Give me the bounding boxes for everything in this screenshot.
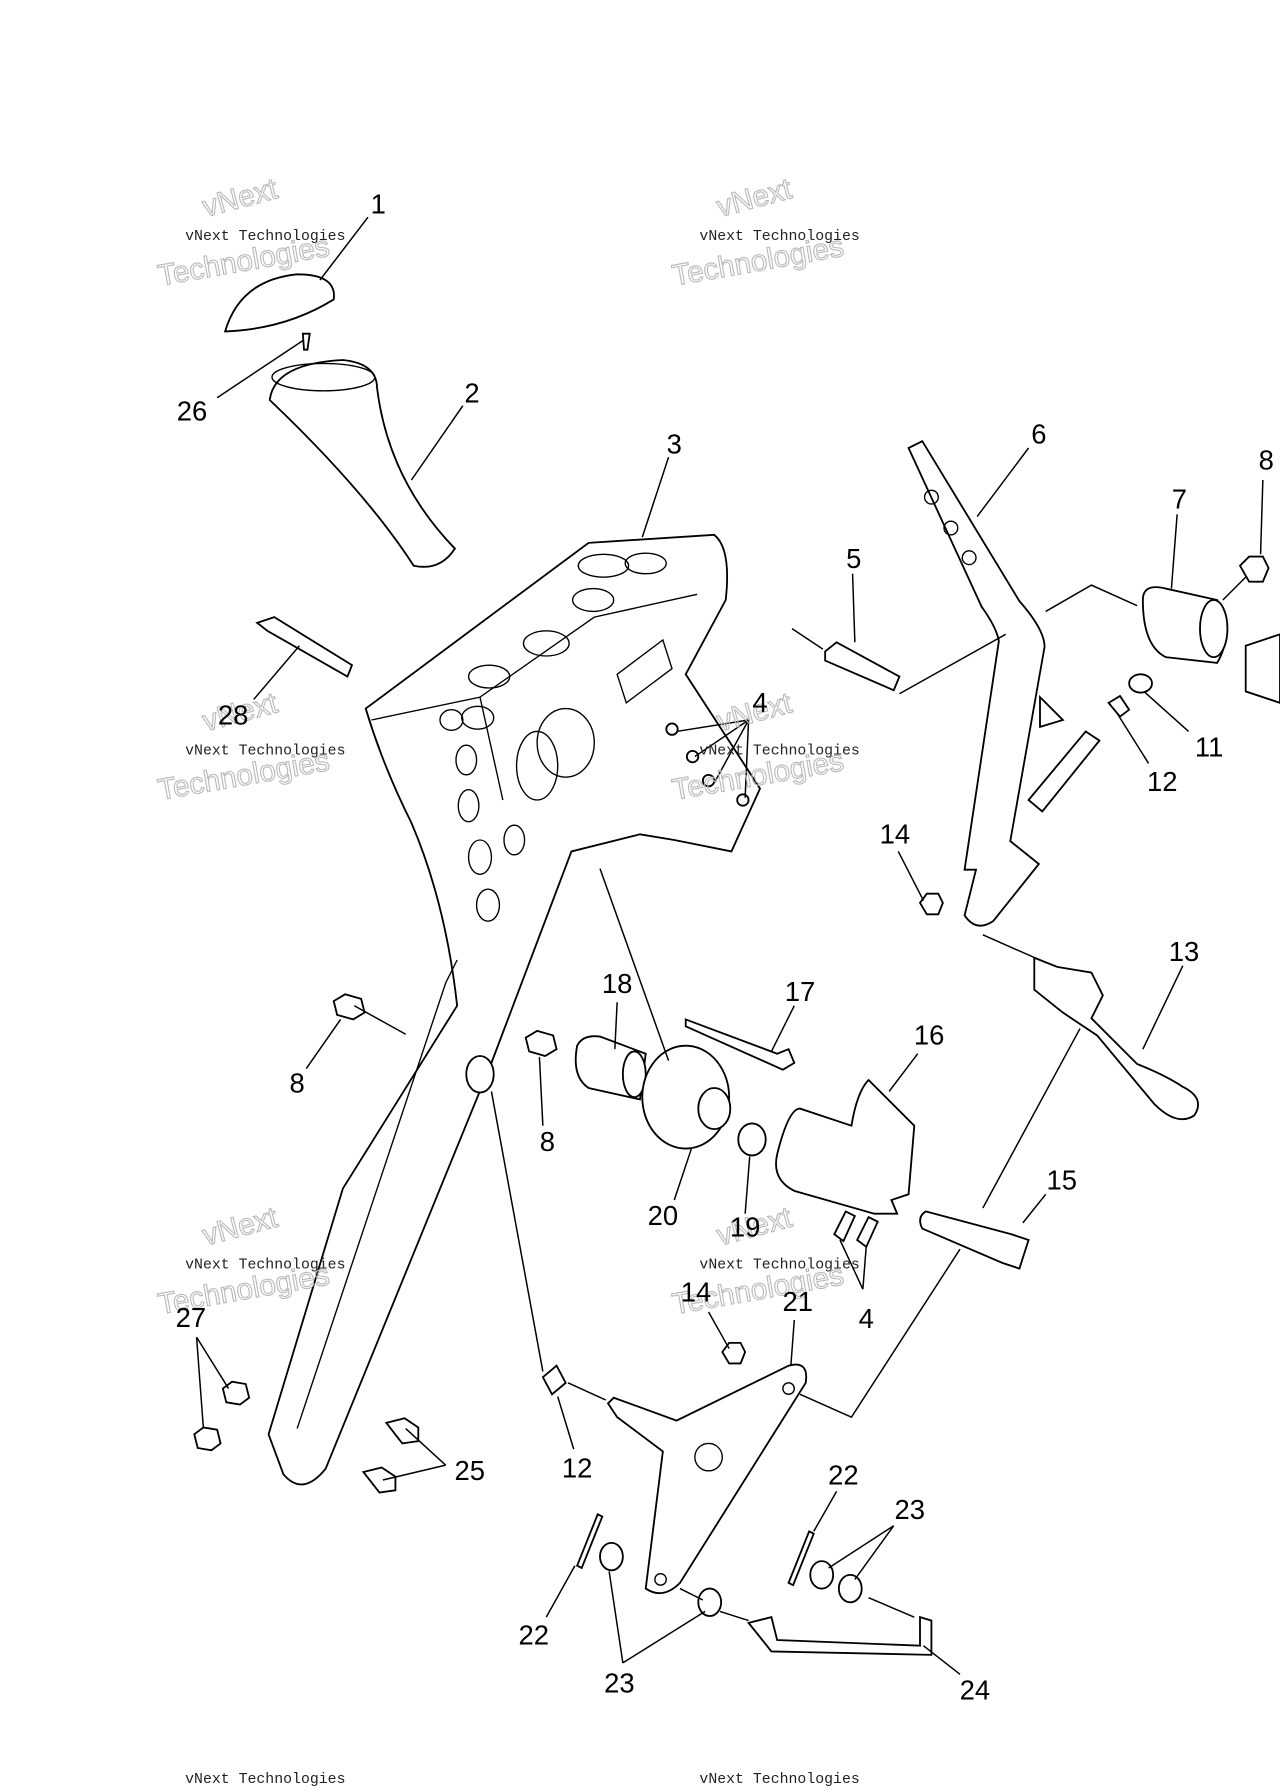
callout-3: 3 <box>667 429 682 460</box>
bolt <box>919 1210 1030 1270</box>
callout-2: 2 <box>464 377 479 408</box>
callouts: 1 26 2 3 6 8 7 5 28 4 11 12 14 13 18 17 … <box>176 189 1274 1706</box>
svg-text:vNext Technologies: vNext Technologies <box>185 1772 345 1788</box>
callout-8: 8 <box>290 1068 305 1099</box>
nut <box>1238 555 1270 583</box>
callout-22: 22 <box>518 1620 548 1651</box>
screw <box>301 332 311 351</box>
callout-8: 8 <box>1259 445 1274 476</box>
callout-7: 7 <box>1172 484 1187 515</box>
callout-14: 14 <box>880 818 910 849</box>
svg-text:vNext Technologies: vNext Technologies <box>699 1772 859 1788</box>
nut <box>918 892 944 916</box>
leader-lines <box>195 216 1264 1675</box>
callout-25: 25 <box>454 1455 484 1486</box>
svg-text:vNext Technologies: vNext Technologies <box>699 229 859 245</box>
washer <box>599 1541 624 1572</box>
callout-13: 13 <box>1169 936 1199 967</box>
screws <box>665 722 750 807</box>
callout-18: 18 <box>602 968 632 999</box>
callout-28: 28 <box>218 700 248 731</box>
clip <box>1107 694 1131 718</box>
callout-12: 12 <box>562 1453 592 1484</box>
washer <box>1128 673 1153 694</box>
callout-4: 4 <box>752 687 767 718</box>
callout-5: 5 <box>846 543 861 574</box>
shift-knob <box>268 359 457 568</box>
callout-15: 15 <box>1046 1165 1076 1196</box>
callout-27: 27 <box>176 1302 206 1333</box>
ball-joint <box>1033 956 1199 1121</box>
callout-1: 1 <box>371 189 386 220</box>
svg-text:vNext: vNext <box>199 172 282 224</box>
bolt <box>361 1466 397 1494</box>
nut <box>193 1426 222 1452</box>
svg-text:vNext Technologies: vNext Technologies <box>185 229 345 245</box>
link-rod <box>746 1615 933 1656</box>
callout-11: 11 <box>1195 732 1223 763</box>
parts <box>193 273 1280 1656</box>
svg-text:vNext Technologies: vNext Technologies <box>699 1258 859 1274</box>
svg-text:vNext Technologies: vNext Technologies <box>185 743 345 759</box>
callout-16: 16 <box>914 1020 944 1051</box>
cotter-pin <box>575 1513 604 1570</box>
callout-8: 8 <box>540 1126 555 1157</box>
callout-17: 17 <box>785 976 815 1007</box>
callout-4: 4 <box>859 1303 874 1334</box>
washer <box>737 1122 767 1157</box>
watermark: vNext Technologies <box>185 1772 345 1788</box>
svg-text:vNext: vNext <box>199 1201 282 1253</box>
shift-rod <box>907 439 1046 927</box>
bolt <box>684 1018 796 1071</box>
callout-20: 20 <box>648 1200 678 1231</box>
washer <box>697 1587 723 1617</box>
washer <box>837 1573 863 1604</box>
nut <box>332 993 366 1021</box>
watermark: vNext vNext Technologies Technologies <box>669 172 860 294</box>
bolt <box>255 616 354 678</box>
callout-19: 19 <box>730 1212 760 1243</box>
callout-21: 21 <box>782 1286 812 1317</box>
svg-text:vNext Technologies: vNext Technologies <box>699 743 859 759</box>
pin <box>824 641 901 692</box>
watermark: vNext vNext Technologies Technologies <box>155 172 346 294</box>
nut <box>524 1029 558 1057</box>
callout-22: 22 <box>828 1460 858 1491</box>
washer <box>809 1560 835 1590</box>
bolt <box>384 1417 420 1445</box>
shift-lever-bracket <box>267 533 762 1486</box>
callout-26: 26 <box>177 396 207 427</box>
knob-cap <box>223 273 335 333</box>
nut <box>721 1341 747 1365</box>
nut <box>221 1380 251 1406</box>
callout-14: 14 <box>681 1277 711 1308</box>
clip <box>541 1364 567 1396</box>
callout-6: 6 <box>1031 418 1046 449</box>
support-bracket <box>775 1078 916 1215</box>
lever-plate <box>606 1363 808 1595</box>
svg-text:vNext: vNext <box>713 172 796 224</box>
callout-12: 12 <box>1147 766 1177 797</box>
callout-23: 23 <box>604 1668 634 1699</box>
callout-23: 23 <box>894 1494 924 1525</box>
watermark: vNext vNext Technologies Technologies <box>155 686 346 808</box>
callout-24: 24 <box>960 1674 990 1705</box>
cotter-pin <box>787 1530 815 1587</box>
svg-text:vNext Technologies: vNext Technologies <box>185 1258 345 1274</box>
watermark: vNext Technologies <box>699 1772 859 1788</box>
